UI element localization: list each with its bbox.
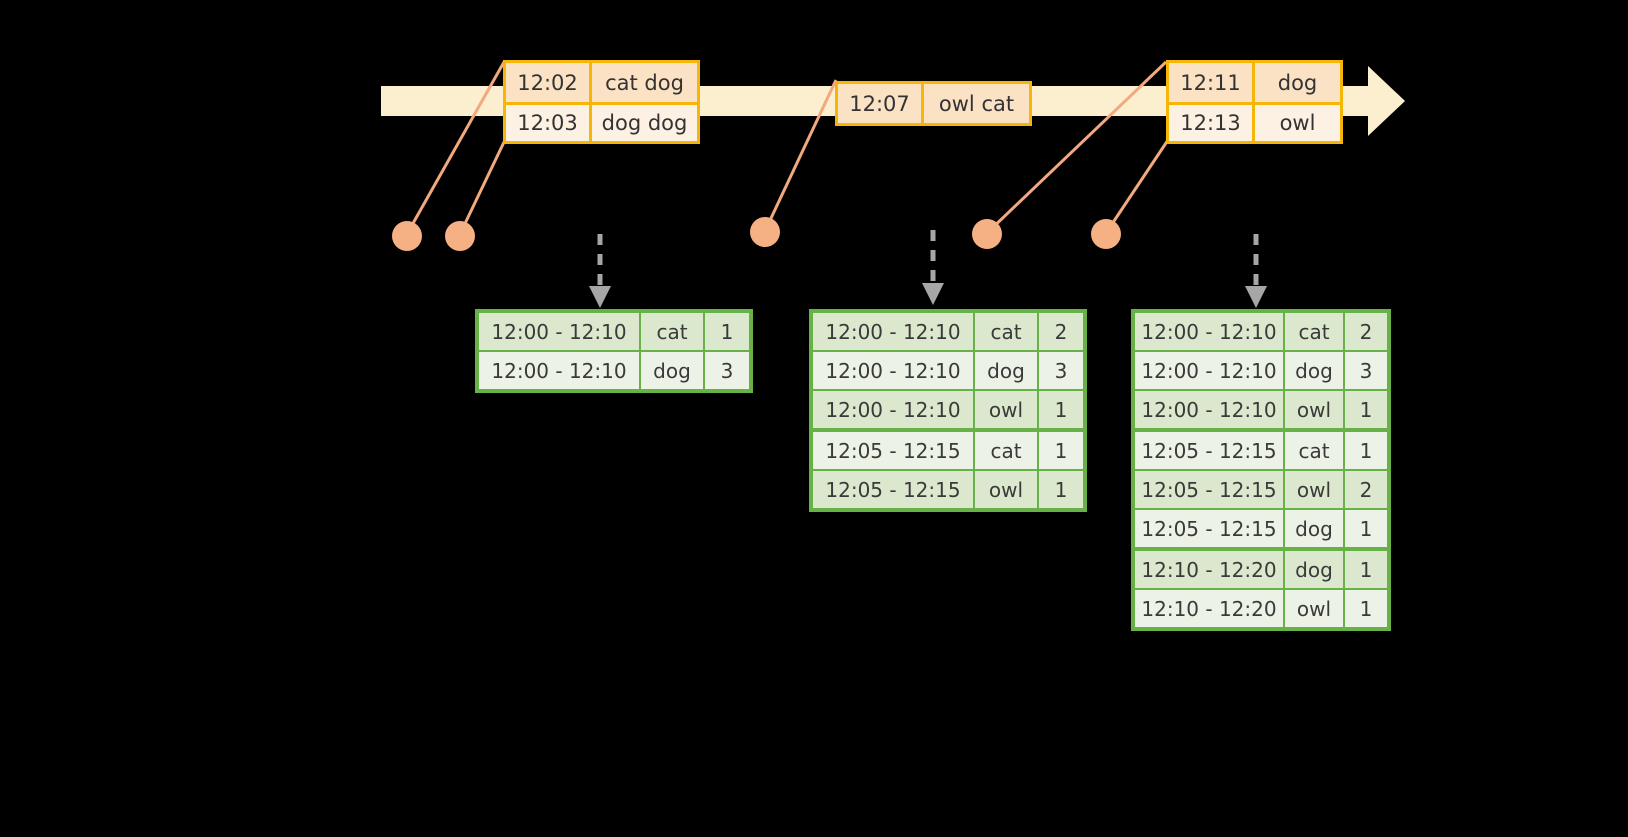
cell-word: dog — [1285, 551, 1343, 588]
table-row: 12:00 - 12:10 dog 3 — [1135, 352, 1387, 389]
cell-count: 1 — [1345, 391, 1387, 428]
table-row: 12:00 - 12:10 cat 2 — [813, 313, 1083, 350]
table-row: 12:05 - 12:15 cat 1 — [813, 432, 1083, 469]
event-time: 12:13 — [1169, 105, 1255, 141]
cell-word: cat — [975, 313, 1037, 350]
event-row: 12:11 dog — [1169, 63, 1340, 102]
cell-window: 12:05 - 12:15 — [1135, 510, 1283, 547]
trigger-arrow-3 — [1245, 234, 1267, 308]
trigger-arrow-2 — [922, 230, 944, 305]
cell-window: 12:00 - 12:10 — [1135, 313, 1283, 350]
cell-word: cat — [1285, 432, 1343, 469]
cell-count: 1 — [1039, 391, 1083, 428]
cell-count: 1 — [1039, 471, 1083, 508]
table-row: 12:00 - 12:10 owl 1 — [1135, 391, 1387, 428]
event-group-1: 12:02 cat dog 12:03 dog dog — [503, 60, 700, 144]
cell-word: owl — [975, 391, 1037, 428]
table-row: 12:05 - 12:15 dog 1 — [1135, 510, 1387, 547]
table-row: 12:00 - 12:10 dog 3 — [479, 352, 749, 389]
table-row: 12:00 - 12:10 dog 3 — [813, 352, 1083, 389]
cell-word: owl — [1285, 590, 1343, 627]
cell-word: dog — [1285, 510, 1343, 547]
event-words: cat dog — [592, 63, 697, 102]
event-group-2: 12:07 owl cat — [835, 81, 1032, 126]
cell-word: cat — [641, 313, 703, 350]
event-row: 12:03 dog dog — [506, 102, 697, 141]
cell-window: 12:10 - 12:20 — [1135, 551, 1283, 588]
event-time: 12:02 — [506, 63, 592, 102]
cell-count: 3 — [705, 352, 749, 389]
cell-window: 12:00 - 12:10 — [813, 352, 973, 389]
cell-window: 12:05 - 12:15 — [1135, 432, 1283, 469]
trigger-arrow-1 — [589, 234, 611, 308]
cell-word: dog — [1285, 352, 1343, 389]
table-row: 12:05 - 12:15 owl 2 — [1135, 471, 1387, 508]
cell-count: 2 — [1345, 313, 1387, 350]
cell-window: 12:00 - 12:10 — [479, 313, 639, 350]
event-words: dog dog — [592, 105, 697, 141]
cell-count: 3 — [1039, 352, 1083, 389]
cell-count: 3 — [1345, 352, 1387, 389]
cell-word: dog — [975, 352, 1037, 389]
cell-window: 12:05 - 12:15 — [813, 432, 973, 469]
event-dot — [972, 219, 1002, 249]
table-row: 12:00 - 12:10 cat 1 — [479, 313, 749, 350]
table-row: 12:05 - 12:15 cat 1 — [1135, 432, 1387, 469]
event-row: 12:13 owl — [1169, 102, 1340, 141]
table-row: 12:00 - 12:10 cat 2 — [1135, 313, 1387, 350]
event-time: 12:03 — [506, 105, 592, 141]
trigger-arrows — [589, 230, 1267, 308]
cell-word: cat — [975, 432, 1037, 469]
cell-count: 1 — [1345, 510, 1387, 547]
cell-window: 12:00 - 12:10 — [813, 313, 973, 350]
event-words: owl cat — [924, 84, 1029, 123]
event-dot — [750, 217, 780, 247]
cell-word: owl — [975, 471, 1037, 508]
cell-window: 12:05 - 12:15 — [813, 471, 973, 508]
table-row: 12:00 - 12:10 owl 1 — [813, 391, 1083, 428]
cell-window: 12:05 - 12:15 — [1135, 471, 1283, 508]
table-row: 12:10 - 12:20 dog 1 — [1135, 551, 1387, 588]
event-time: 12:07 — [838, 84, 924, 123]
cell-window: 12:00 - 12:10 — [813, 391, 973, 428]
cell-count: 2 — [1039, 313, 1083, 350]
cell-word: owl — [1285, 471, 1343, 508]
event-group-3: 12:11 dog 12:13 owl — [1166, 60, 1343, 144]
cell-count: 1 — [1345, 551, 1387, 588]
cell-count: 2 — [1345, 471, 1387, 508]
cell-window: 12:10 - 12:20 — [1135, 590, 1283, 627]
event-words: dog — [1255, 63, 1340, 102]
event-words: owl — [1255, 105, 1340, 141]
cell-count: 1 — [705, 313, 749, 350]
event-row: 12:07 owl cat — [838, 84, 1029, 123]
cell-window: 12:00 - 12:10 — [1135, 391, 1283, 428]
counts-table-2: 12:00 - 12:10 cat 2 12:00 - 12:10 dog 3 … — [809, 309, 1087, 512]
cell-window: 12:00 - 12:10 — [1135, 352, 1283, 389]
cell-word: owl — [1285, 391, 1343, 428]
table-row: 12:05 - 12:15 owl 1 — [813, 471, 1083, 508]
event-time: 12:11 — [1169, 63, 1255, 102]
cell-count: 1 — [1039, 432, 1083, 469]
event-dot — [392, 221, 422, 251]
event-row: 12:02 cat dog — [506, 63, 697, 102]
event-dot — [1091, 219, 1121, 249]
cell-count: 1 — [1345, 432, 1387, 469]
event-dot — [445, 221, 475, 251]
cell-window: 12:00 - 12:10 — [479, 352, 639, 389]
counts-table-1: 12:00 - 12:10 cat 1 12:00 - 12:10 dog 3 — [475, 309, 753, 393]
event-dots — [392, 217, 1121, 251]
counts-table-3: 12:00 - 12:10 cat 2 12:00 - 12:10 dog 3 … — [1131, 309, 1391, 631]
table-row: 12:10 - 12:20 owl 1 — [1135, 590, 1387, 627]
cell-word: cat — [1285, 313, 1343, 350]
cell-count: 1 — [1345, 590, 1387, 627]
cell-word: dog — [641, 352, 703, 389]
